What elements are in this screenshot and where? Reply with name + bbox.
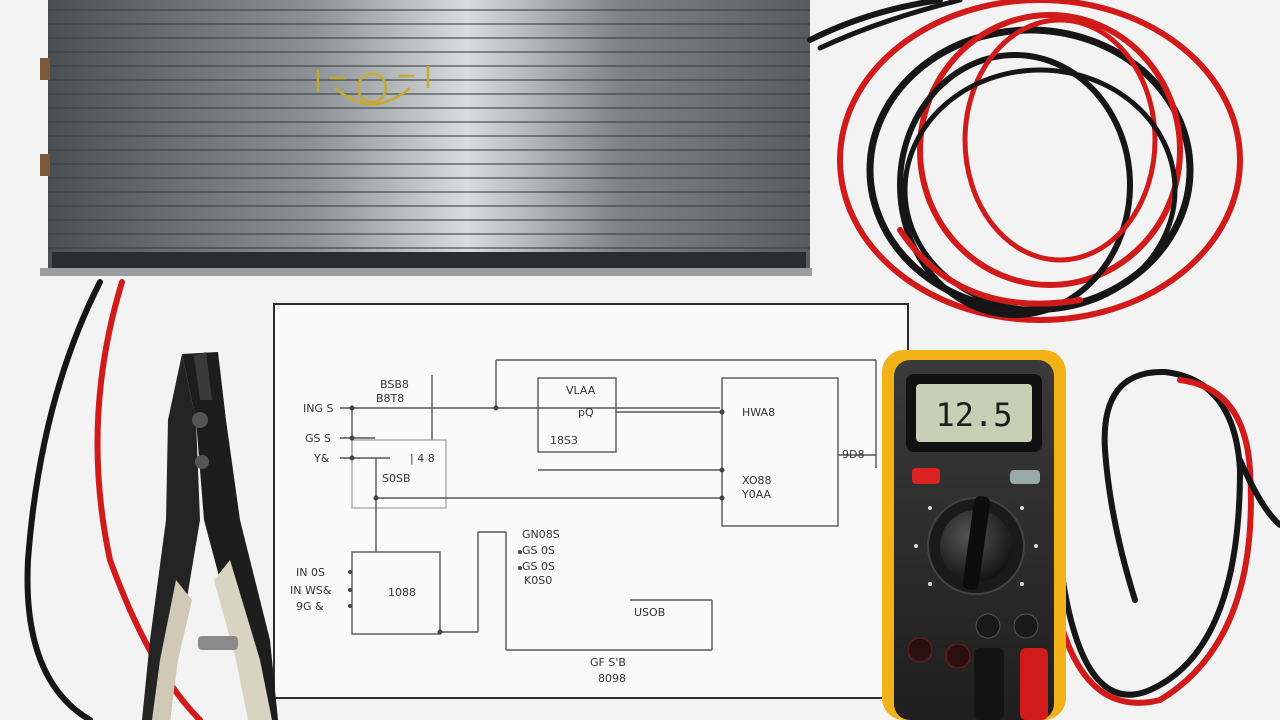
power-button[interactable]: [912, 468, 940, 484]
schematic-label: GF S'B: [590, 656, 626, 669]
schematic-label: IN 0S: [296, 566, 325, 579]
schematic-label: IN WS&: [290, 584, 332, 597]
com-jack[interactable]: [975, 613, 1001, 639]
black-probe-icon: [974, 648, 1004, 720]
schematic-label: S0SB: [382, 472, 411, 485]
inverter: [40, 0, 812, 276]
inverter-logo-icon: [316, 66, 430, 106]
crimper: [142, 352, 278, 720]
wire-loop: [1052, 368, 1280, 706]
schematic-label: | 4 8: [410, 452, 435, 465]
schematic-label: HWA8: [742, 406, 775, 419]
schematic-nodes: [348, 405, 725, 635]
a-jack[interactable]: [907, 637, 933, 663]
red-probe-icon: [1020, 648, 1048, 720]
v-jack[interactable]: [1013, 613, 1039, 639]
schematic-label: BSB8: [380, 378, 409, 391]
schematic-label: 18S3: [550, 434, 578, 447]
multimeter-lcd: [916, 384, 1032, 442]
schematic-label: GN08S: [522, 528, 560, 541]
schematic-label: VLAA: [566, 384, 596, 397]
schematic-label: XO88: [742, 474, 772, 487]
schematic-label: GS 0S: [522, 544, 555, 557]
multimeter-reading: 12.5: [935, 396, 1012, 434]
schematic-label: Y0AA: [741, 488, 772, 501]
schematic-lines: [340, 359, 877, 651]
schematic-label: B8T8: [376, 392, 404, 405]
schematic-label: USOB: [634, 606, 665, 619]
schematic-label: GS 0S: [522, 560, 555, 573]
hold-button[interactable]: [1010, 470, 1040, 484]
schematic-label: pQ: [578, 406, 594, 419]
pivot-icon: [192, 412, 208, 428]
schematic-label: 9G &: [296, 600, 324, 613]
schematic-label: K0S0: [524, 574, 552, 587]
multimeter: 12.5: [882, 350, 1066, 720]
schematic-label: ING S: [303, 402, 333, 415]
schematic-label: GS S: [305, 432, 331, 445]
schematic-label: 1088: [388, 586, 416, 599]
schematic-label: 9D8: [842, 448, 864, 461]
schematic-label: Y&: [313, 452, 330, 465]
wire-coil: [807, 0, 1243, 323]
inverter-fins: [48, 9, 810, 249]
schematic: ING S GS S Y& BSB8 B8T8 | 4 8 S0SB VLAA …: [273, 303, 909, 699]
schematic-label: 8098: [598, 672, 626, 685]
